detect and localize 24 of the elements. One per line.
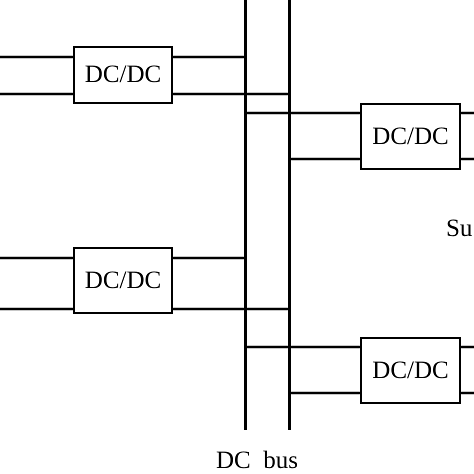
converter-box: DC/DC	[360, 103, 461, 170]
connector-line	[461, 112, 474, 114]
text-label: Su	[446, 215, 472, 243]
text-label: DC bus	[216, 447, 298, 474]
bus-line	[288, 0, 291, 430]
converter-box: DC/DC	[360, 337, 461, 404]
connector-line	[291, 392, 360, 394]
connector-line	[0, 92, 73, 96]
connector-line	[247, 112, 360, 114]
connector-line	[291, 158, 360, 160]
connector-line	[461, 392, 474, 394]
converter-box: DC/DC	[73, 46, 173, 104]
connector-line	[173, 308, 288, 310]
connector-line	[0, 308, 73, 310]
connector-line	[461, 346, 474, 348]
connector-line	[173, 92, 288, 96]
converter-box: DC/DC	[73, 247, 173, 314]
connector-line	[173, 56, 244, 58]
connector-line	[173, 256, 244, 260]
connector-line	[461, 158, 474, 160]
bus-line	[244, 0, 247, 430]
connector-line	[0, 56, 73, 58]
connector-line	[247, 346, 360, 348]
connector-line	[0, 256, 73, 260]
